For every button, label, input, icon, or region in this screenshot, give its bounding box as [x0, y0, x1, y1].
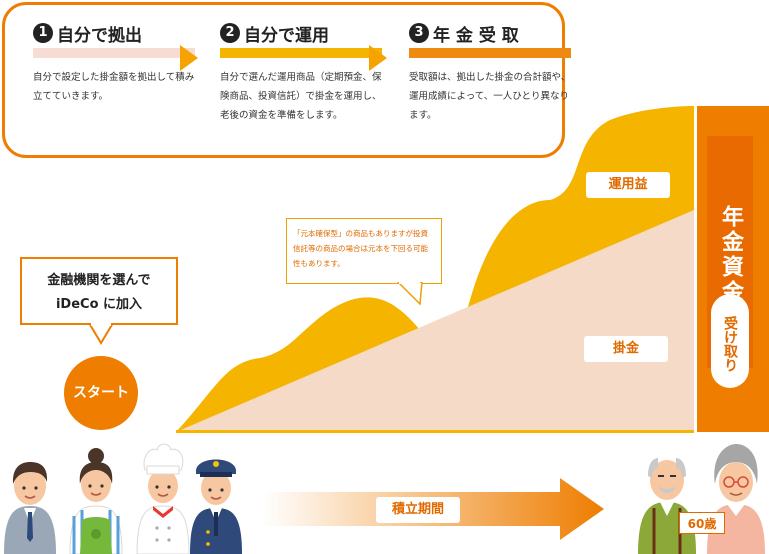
join-bubble-tail [88, 323, 114, 345]
pension-fund-column: 年金資金 受け取り [697, 106, 769, 432]
step-title-2: 自分で運用 [244, 25, 329, 46]
step-title-3: 年 金 受 取 [433, 25, 519, 46]
step-number-1: 1 [33, 23, 53, 43]
police-officer-icon [190, 459, 242, 554]
join-bubble-line1: 金融機関を選んで [47, 273, 151, 288]
step-receive: 3 年 金 受 取 受取額は、拠出した掛金の合計額や、運用成績によって、一人ひと… [409, 21, 571, 125]
timeline-base [176, 430, 694, 433]
age-label: 60歳 [679, 512, 725, 534]
step-bar-1 [33, 48, 195, 58]
step-title-1: 自分で拠出 [57, 25, 142, 46]
step-bar-2 [220, 48, 382, 58]
step-desc-2: 自分で選んだ運用商品（定期預金、保険商品、投資信託）で掛金を運用し、老後の資金を… [220, 72, 382, 121]
step-contribute: 1 自分で拠出 自分で設定した掛金額を拠出して積み立てていきます。 [33, 21, 195, 106]
receive-label: 受け取り [711, 294, 749, 388]
contribution-label: 掛金 [584, 336, 668, 362]
period-label: 積立期間 [376, 497, 460, 523]
apron-woman-icon [69, 448, 123, 554]
principal-note: 「元本確保型」の商品もありますが投資信託等の商品の場合は元本を下回る可能性もあり… [286, 218, 442, 284]
step-desc-3: 受取額は、拠出した掛金の合計額や、運用成績によって、一人ひとり異なります。 [409, 72, 571, 121]
step-desc-1: 自分で設定した掛金額を拠出して積み立てていきます。 [33, 72, 195, 102]
step-number-2: 2 [220, 23, 240, 43]
arrow-right-icon [180, 45, 198, 71]
arrow-right-icon [369, 45, 387, 71]
step-number-3: 3 [409, 23, 429, 43]
step-invest: 2 自分で運用 自分で選んだ運用商品（定期預金、保険商品、投資信託）で掛金を運用… [220, 21, 382, 125]
steps-panel: 1 自分で拠出 自分で設定した掛金額を拠出して積み立てていきます。 2 自分で運… [2, 2, 571, 158]
chef-icon [136, 443, 190, 554]
elderly-woman-icon [707, 444, 765, 554]
elderly-man-icon [638, 458, 696, 554]
join-bubble: 金融機関を選んで iDeCo に加入 [20, 257, 178, 325]
note-tail [396, 282, 423, 306]
office-worker-icon [4, 462, 56, 554]
join-bubble-line2: iDeCo に加入 [55, 297, 143, 312]
step-bar-3 [409, 48, 571, 58]
start-circle: スタート [64, 356, 138, 430]
profit-label: 運用益 [586, 172, 670, 198]
contribution-area [176, 210, 694, 432]
